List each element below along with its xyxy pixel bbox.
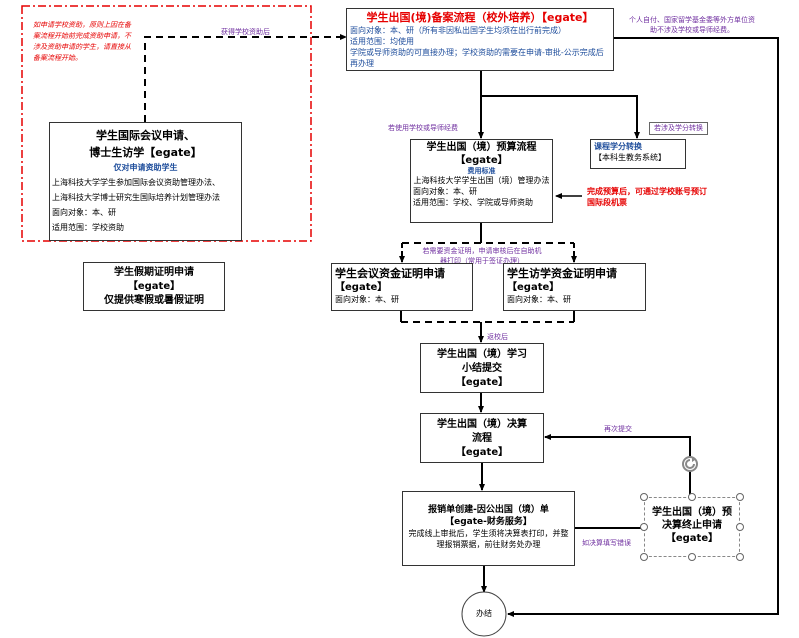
budget-line: 适用范围：学校、学院或导师资助 [413, 198, 533, 207]
filing-title: 学生出国(境)备案流程（校外培养）【egate】 [366, 11, 594, 24]
conference-line: 上海科技大学博士研究生国际培养计划管理办法 [52, 193, 220, 202]
study-summary-box[interactable]: 学生出国（境）学习 小结提交 【egate】 [420, 343, 544, 393]
credit-transfer-box[interactable]: 课程学分转换 【本科生教务系统】 [590, 139, 686, 169]
arrow-filing-to-credit [481, 95, 640, 139]
arrow-filing-to-end [507, 37, 779, 617]
credit-system: 【本科生教务系统】 [594, 153, 666, 162]
conference-line: 适用范围：学校资助 [52, 223, 124, 232]
summary-line1: 学生出国（境）学习 [437, 349, 527, 360]
ticket-note: 完成预算后，可通过学校账号预订国际段机票 [587, 187, 707, 207]
end-label: 办结 [476, 609, 492, 618]
conf-cert-target: 面向对象：本、研 [335, 295, 399, 304]
red-note: 如申请学校资助，原则上因在备案流程开始前完成资助申请，不涉及资助申请的学生，请直… [33, 21, 131, 62]
resize-handle-bottom[interactable] [688, 553, 696, 561]
filing-line: 面向对象：本、研（所有非因私出国学生均须在出行前完成） [350, 26, 566, 35]
conference-line: 上海科技大学学生参加国际会议资助管理办法、 [52, 178, 220, 187]
resize-handle-bottom-right[interactable] [736, 553, 744, 561]
conference-title-1: 学生国际会议申请、 [96, 129, 195, 142]
note-settlement-error: 如决算填写错误 [582, 539, 631, 547]
terminate-line1: 学生出国（境）预 [652, 507, 732, 518]
vacation-egate: 【egate】 [127, 281, 181, 292]
budget-title: 学生出国（境）预算流程 [426, 142, 537, 153]
conference-line: 面向对象：本、研 [52, 208, 116, 217]
budget-line: 上海科技大学学生出国（境）管理办法 [413, 176, 550, 185]
conference-application-box[interactable]: 学生国际会议申请、 博士生访学【egate】 仅对申请资助学生 上海科技大学学生… [49, 122, 242, 241]
note-self-funded: 个人自付、国家留学基金委等外方单位资助不涉及学校或导师经费。 [629, 16, 755, 34]
budget-process-box[interactable]: 学生出国（境）预算流程 【egate】 费用标准 上海科技大学学生出国（境）管理… [410, 139, 553, 223]
resize-handle-bottom-left[interactable] [640, 553, 648, 561]
summary-line2: 小结提交 [462, 363, 502, 374]
terminate-line2: 决算终止申请 [662, 520, 722, 531]
reimburse-title: 报销单创建-因公出国（境）单 [428, 505, 549, 515]
end-circle [461, 591, 507, 637]
settlement-line1: 学生出国（境）决算 [437, 419, 527, 430]
credit-transfer-tag: 若涉及学分转换 [649, 122, 708, 135]
resize-handle-top-right[interactable] [736, 493, 744, 501]
note-after-return: 返校后 [487, 333, 508, 341]
vacation-title: 学生假期证明申请 [114, 267, 194, 278]
note-after-funding: 获得学校资助后 [221, 28, 270, 36]
conf-cert-title: 学生会议资金证明申请 [335, 267, 445, 280]
conf-cert-egate: 【egate】 [335, 282, 388, 293]
note-resubmit: 再次提交 [604, 425, 632, 433]
filing-process-box[interactable]: 学生出国(境)备案流程（校外培养）【egate】 面向对象：本、研（所有非因私出… [346, 8, 614, 71]
terminate-box[interactable]: 学生出国（境）预 决算终止申请 【egate】 [644, 497, 740, 557]
arrow-resubmit [544, 434, 691, 497]
terminate-line3: 【egate】 [665, 533, 719, 544]
resize-handle-top-left[interactable] [640, 493, 648, 501]
reimburse-desc: 完成线上审批后，学生须将决算表打印，并整理报销票据，前往财务处办理 [408, 529, 569, 549]
visit-cert-egate: 【egate】 [507, 282, 560, 293]
note-use-school-funds: 若使用学校或导师经费 [388, 124, 458, 132]
budget-line: 面向对象：本、研 [413, 187, 477, 196]
arrow-conference-to-filing [144, 34, 347, 122]
settlement-process-box[interactable]: 学生出国（境）决算 流程 【egate】 [420, 413, 544, 463]
filing-line: 适用范围：均使用 [350, 37, 414, 46]
resize-handle-right[interactable] [736, 523, 744, 531]
settlement-line2: 流程 [472, 433, 492, 444]
conference-fund-certificate-box[interactable]: 学生会议资金证明申请 【egate】 面向对象：本、研 [331, 263, 473, 311]
conference-title-2: 博士生访学【egate】 [89, 146, 202, 159]
vacation-certificate-box[interactable]: 学生假期证明申请 【egate】 仅提供寒假或暑假证明 [83, 262, 225, 311]
vacation-desc: 仅提供寒假或暑假证明 [104, 295, 204, 306]
resize-handle-top[interactable] [688, 493, 696, 501]
filing-line: 学院或导师资助的可直接办理；学校资助的需要在申请-审批-公示完成后再办理 [350, 48, 604, 68]
red-dashed-frame [21, 5, 312, 242]
reimburse-egate: 【egate-财务服务】 [445, 517, 532, 527]
visit-cert-target: 面向对象：本、研 [507, 295, 571, 304]
conference-subtitle: 仅对申请资助学生 [113, 163, 178, 172]
resize-handle-left[interactable] [640, 523, 648, 531]
note-need-certificate: 若需要资金证明，申请审核后在自助机器打印（常用于签证办理） [422, 247, 542, 265]
visit-cert-title: 学生访学资金证明申请 [507, 267, 617, 280]
credit-title: 课程学分转换 [594, 142, 642, 151]
settlement-line3: 【egate】 [455, 447, 509, 458]
budget-egate: 【egate】 [455, 155, 508, 166]
reimbursement-box[interactable]: 报销单创建-因公出国（境）单 【egate-财务服务】 完成线上审批后，学生须将… [402, 491, 575, 566]
visit-fund-certificate-box[interactable]: 学生访学资金证明申请 【egate】 面向对象：本、研 [503, 263, 646, 311]
budget-subtitle[interactable]: 费用标准 [467, 167, 496, 175]
rotate-handle-icon[interactable] [681, 455, 699, 473]
summary-line3: 【egate】 [455, 377, 509, 388]
